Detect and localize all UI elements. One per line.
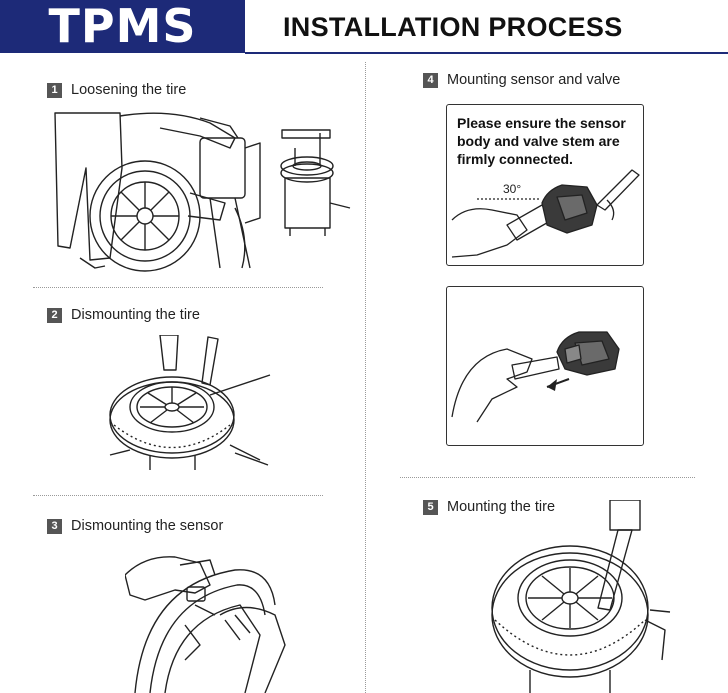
column-divider	[365, 62, 366, 693]
header-rule	[245, 52, 728, 54]
sensor-panel	[446, 286, 644, 446]
note-line: Please ensure the sensor	[457, 115, 626, 131]
step-number: 1	[47, 82, 62, 98]
section-divider	[400, 477, 695, 478]
step-label: Dismounting the sensor	[71, 518, 224, 534]
step-number: 3	[47, 518, 62, 534]
step-3: 3 Dismounting the sensor	[47, 518, 223, 534]
angle-label: 30°	[503, 182, 522, 196]
step-label: Mounting sensor and valve	[447, 72, 621, 88]
tire-changer-icon	[54, 112, 351, 272]
tire-changer-icon	[491, 500, 671, 693]
header: TPMS INSTALLATION PROCESS	[0, 0, 728, 55]
step-label: Dismounting the tire	[71, 307, 200, 323]
step-number: 5	[423, 499, 438, 515]
page-title: INSTALLATION PROCESS	[283, 12, 623, 42]
brand-logo: TPMS	[0, 0, 245, 53]
hand-icon	[125, 556, 286, 693]
connection-note: Please ensure the sensor body and valve …	[457, 114, 626, 168]
step-5: 5 Mounting the tire	[423, 499, 555, 515]
step-number: 4	[423, 72, 438, 88]
tire-icon	[109, 335, 271, 470]
section-divider	[33, 287, 323, 288]
note-line: firmly connected.	[457, 151, 573, 167]
step-number: 2	[47, 307, 62, 323]
step-label: Loosening the tire	[71, 82, 187, 98]
arrow-icon	[547, 379, 557, 391]
valve-stem-icon	[451, 331, 620, 423]
instruction-panel: Please ensure the sensor body and valve …	[446, 104, 644, 266]
step-4: 4 Mounting sensor and valve	[423, 72, 620, 88]
step-label: Mounting the tire	[447, 499, 556, 515]
step-1: 1 Loosening the tire	[47, 82, 186, 98]
note-line: body and valve stem are	[457, 133, 620, 149]
step-2: 2 Dismounting the tire	[47, 307, 200, 323]
sensor-icon	[451, 169, 640, 258]
section-divider	[33, 495, 323, 496]
